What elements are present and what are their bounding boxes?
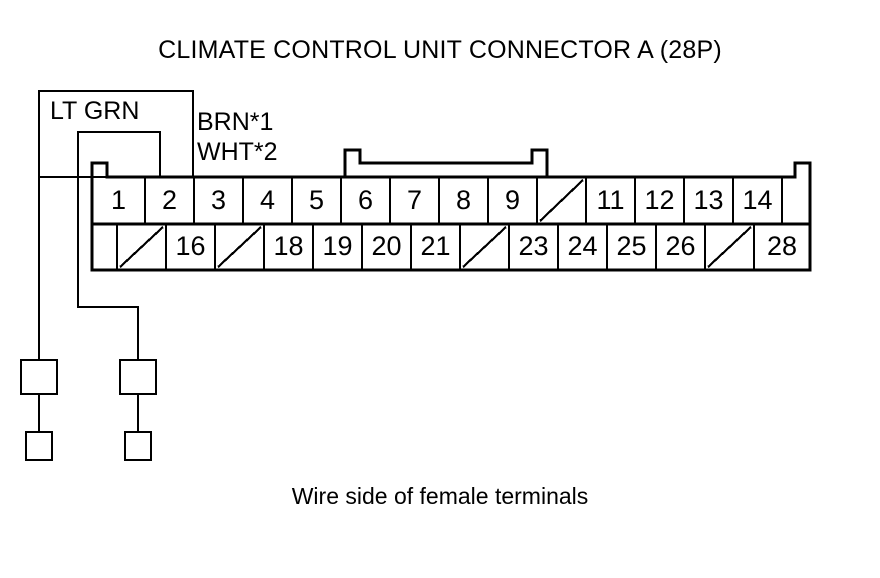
pin-number-23: 23 <box>518 231 549 261</box>
pin-number-20: 20 <box>371 231 402 261</box>
pin-number-21: 21 <box>420 231 451 261</box>
pin-number-6: 6 <box>357 184 374 215</box>
pin-number-14: 14 <box>742 184 773 215</box>
pin-number-12: 12 <box>644 184 675 215</box>
wire-label-brn: BRN*1 <box>197 108 274 136</box>
pin-number-26: 26 <box>665 231 696 261</box>
page-title: CLIMATE CONTROL UNIT CONNECTOR A (28P) <box>158 36 722 64</box>
pin-number-16: 16 <box>175 231 206 261</box>
slash-top-10 <box>539 179 584 222</box>
pin-number-19: 19 <box>322 231 353 261</box>
pin-number-2: 2 <box>161 184 178 215</box>
pin-number-1: 1 <box>110 184 127 215</box>
top-row-dividers <box>143 177 784 224</box>
terminal-left-tip <box>24 430 54 462</box>
slash-bottom-27 <box>707 226 752 268</box>
locking-tab <box>343 148 549 177</box>
slash-bottom-17 <box>217 226 262 268</box>
terminal-right-body <box>118 358 158 396</box>
pin-number-4: 4 <box>259 184 276 215</box>
blank-cavity-slashes <box>119 179 752 268</box>
pin-number-25: 25 <box>616 231 647 261</box>
pin-number-5: 5 <box>308 184 325 215</box>
terminal-right <box>118 358 158 462</box>
terminal-right-tip <box>123 430 153 462</box>
pin-number-13: 13 <box>693 184 724 215</box>
figure-caption: Wire side of female terminals <box>291 483 589 509</box>
bottom-row-dividers <box>115 224 756 270</box>
wire-label-lt-grn: LT GRN <box>50 97 140 125</box>
leader-inner-u <box>76 130 162 177</box>
pin-number-8: 8 <box>455 184 472 215</box>
wire-label-wht: WHT*2 <box>197 138 278 166</box>
wire-brn-wht <box>76 177 140 360</box>
pin-number-18: 18 <box>273 231 304 261</box>
pin-number-9: 9 <box>504 184 521 215</box>
slash-bottom-15 <box>119 226 164 268</box>
pin-number-11: 11 <box>596 184 625 215</box>
pin-number-24: 24 <box>567 231 598 261</box>
pin-number-28: 28 <box>766 231 798 261</box>
pin-number-7: 7 <box>406 184 423 215</box>
connector-outline <box>90 161 812 272</box>
terminal-left <box>19 358 59 462</box>
slash-bottom-22 <box>462 226 507 268</box>
terminal-left-body <box>19 358 59 396</box>
pin-number-3: 3 <box>210 184 227 215</box>
